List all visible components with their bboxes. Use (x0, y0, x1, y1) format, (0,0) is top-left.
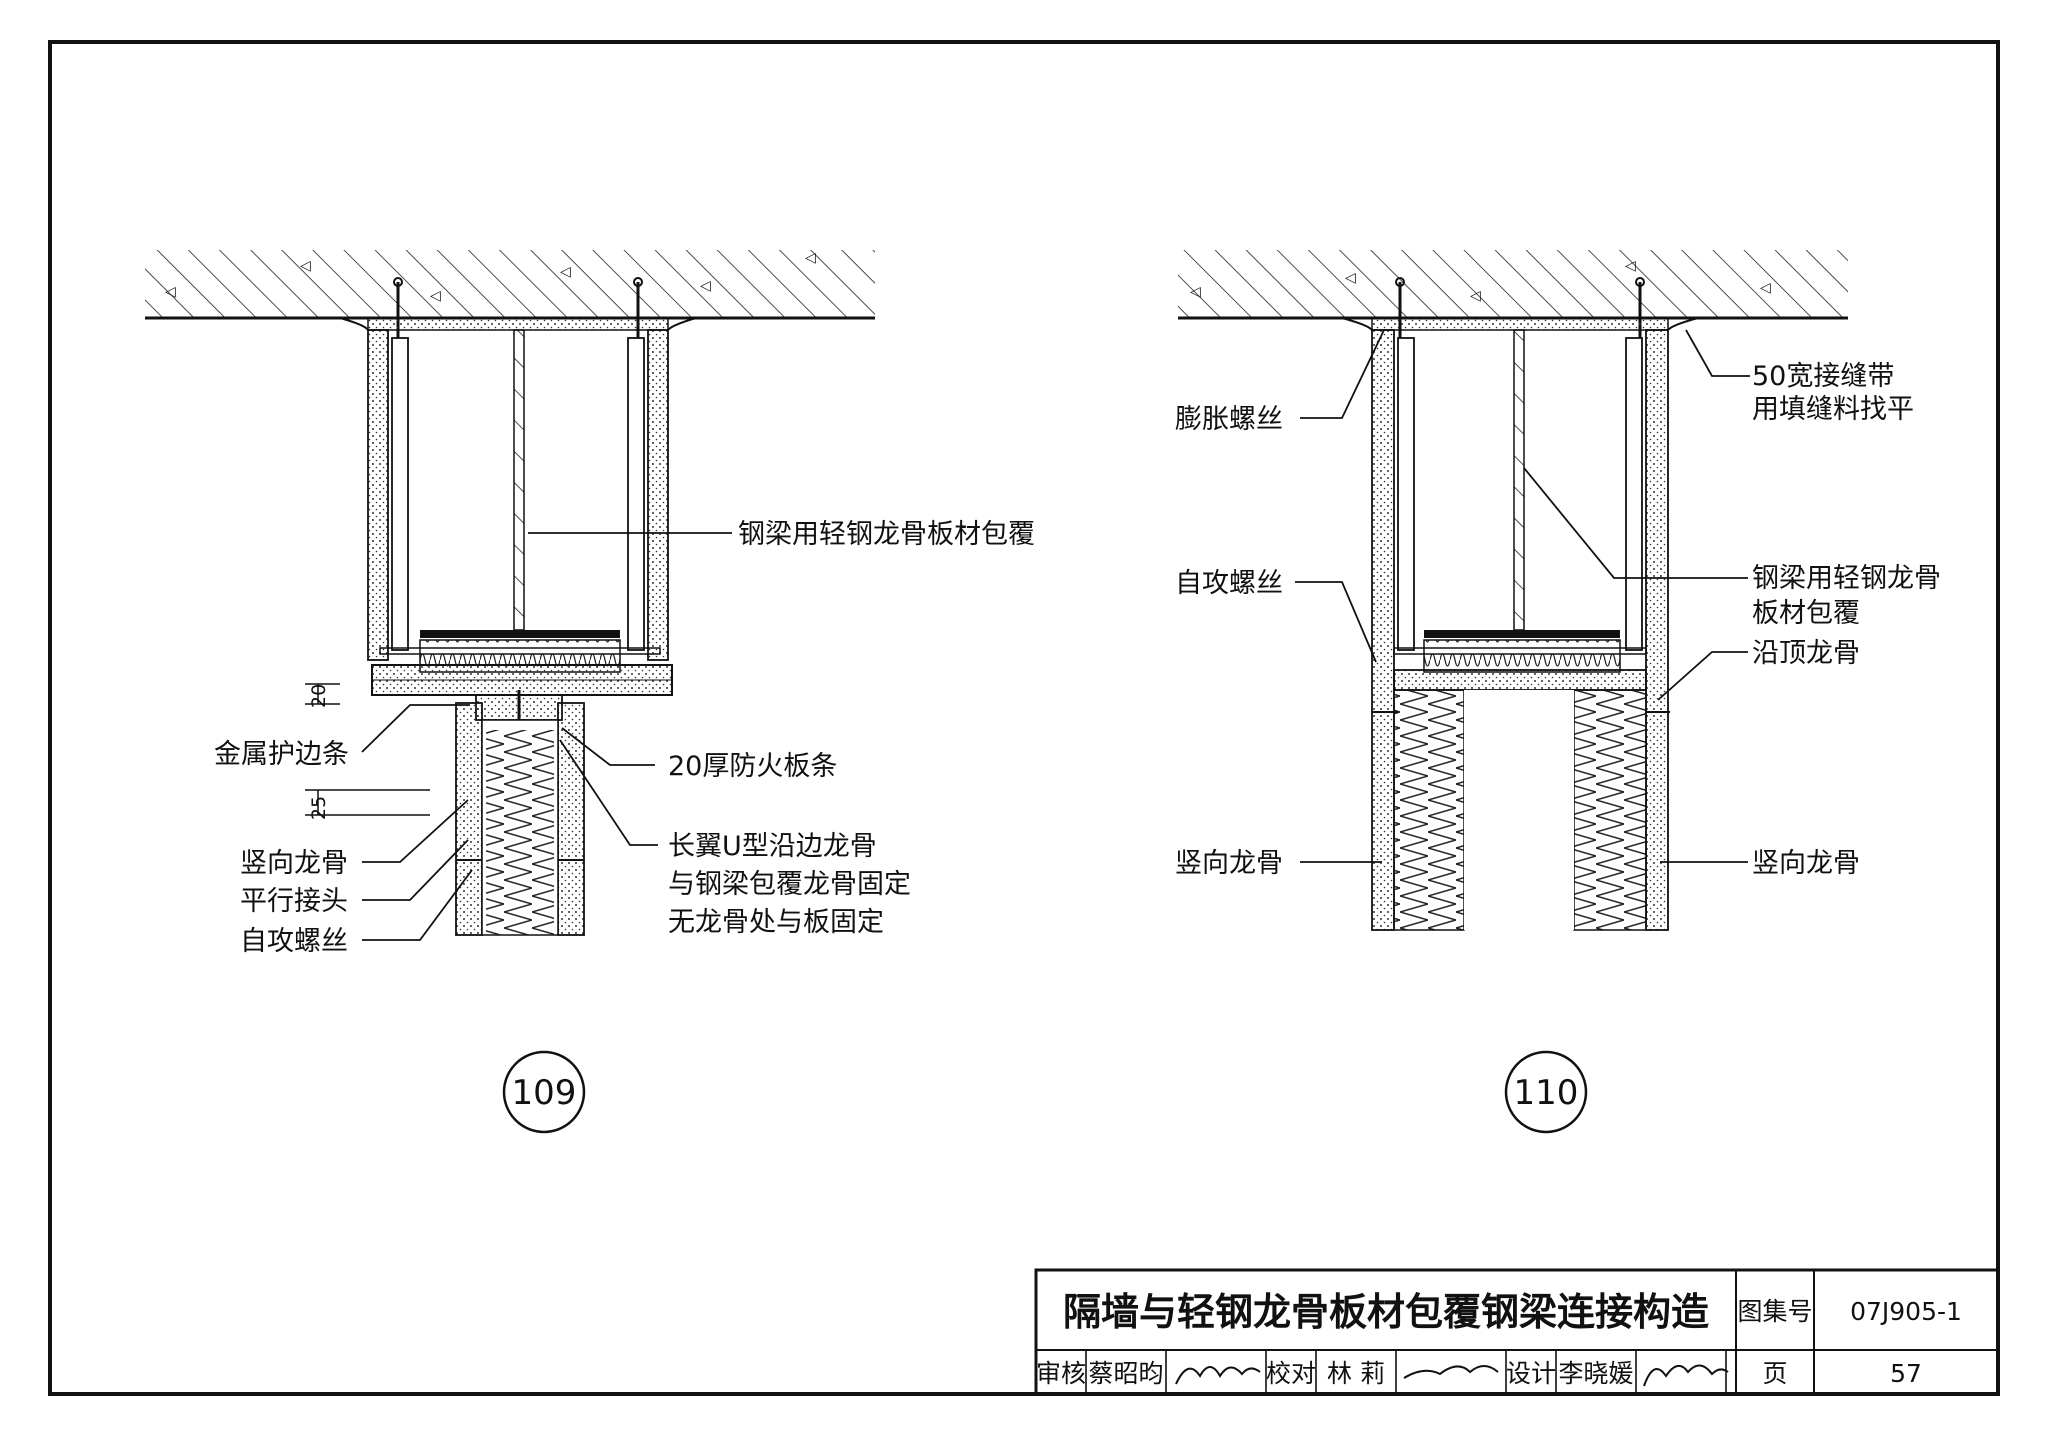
svg-text:◁: ◁ (700, 278, 711, 294)
expansion-bolt-right-110 (1635, 277, 1645, 345)
checker-name: 林 莉 (1327, 1359, 1385, 1388)
partition-board-right (557, 702, 585, 936)
label-top-track: 沿顶龙骨 (1752, 638, 1860, 669)
concrete-slab: ◁ ◁ ◁ ◁ ◁ ◁ (145, 250, 875, 320)
steel-beam-web-110 (1513, 329, 1525, 631)
checker-signature (1403, 1365, 1499, 1379)
title-block: 隔墙与轻钢龙骨板材包覆钢梁连接构造 图集号 07J905-1 审核 蔡昭昀 校对… (1034, 1268, 2000, 1396)
cladding-board-right (647, 329, 669, 661)
designer-name: 李晓媛 (1558, 1359, 1633, 1388)
label-joint-tape-line2: 用填缝料找平 (1752, 394, 1914, 425)
partition-board-left (455, 702, 483, 936)
label-self-tapping-screw: 自攻螺丝 (240, 926, 348, 957)
svg-text:◁: ◁ (1470, 288, 1481, 304)
detail-number-circle-110 (1504, 1050, 1588, 1134)
label-fire-board-strip: 20厚防火板条 (668, 751, 837, 782)
label-stud: 竖向龙骨 (240, 848, 348, 879)
label-stud-right-110: 竖向龙骨 (1752, 848, 1860, 879)
steel-beam-web (513, 329, 525, 631)
check-label: 校对 (1266, 1359, 1316, 1388)
label-joint-tape-line1: 50宽接缝带 (1752, 361, 1894, 392)
design-label: 设计 (1506, 1359, 1556, 1388)
label-u-track-line2: 与钢梁包覆龙骨固定 (668, 869, 911, 900)
expansion-bolt-right (633, 277, 643, 345)
leader-lines-109 (361, 532, 732, 941)
review-label: 审核 (1036, 1359, 1086, 1388)
svg-text:◁: ◁ (805, 250, 816, 266)
dimension-25: 25 (308, 796, 330, 820)
label-beam-cladding-110-line2: 板材包覆 (1752, 598, 1860, 629)
label-beam-cladding-110-line1: 钢梁用轻钢龙骨 (1752, 563, 1941, 594)
label-metal-edge-strip: 金属护边条 (214, 739, 349, 770)
page-number: 57 (1890, 1359, 1922, 1388)
detail-109: ◁ ◁ ◁ ◁ ◁ ◁ (145, 250, 1035, 1134)
detail-number-circle-109 (502, 1050, 586, 1134)
insulation-right-110 (1573, 689, 1647, 931)
svg-text:◁: ◁ (560, 264, 571, 280)
expansion-bolt-left-110 (1395, 277, 1405, 345)
atlas-no: 07J905-1 (1850, 1297, 1962, 1326)
insulation-left-110 (1393, 689, 1465, 931)
reviewer-name: 蔡昭昀 (1088, 1359, 1163, 1388)
atlas-no-label: 图集号 (1737, 1297, 1812, 1326)
detail-number-109: 109 (512, 1073, 577, 1113)
concrete-slab-110: ◁ ◁ ◁ ◁ ◁ (1178, 250, 1848, 320)
top-track-110 (1393, 669, 1647, 691)
svg-text:◁: ◁ (1625, 258, 1636, 274)
drawing-frame (48, 40, 2000, 1396)
page-label: 页 (1762, 1359, 1787, 1388)
label-beam-cladding: 钢梁用轻钢龙骨板材包覆 (738, 519, 1035, 550)
label-expansion-bolt: 膨胀螺丝 (1175, 404, 1283, 435)
svg-text:◁: ◁ (1190, 284, 1201, 300)
detail-number-110: 110 (1514, 1073, 1579, 1113)
board-left-110 (1371, 329, 1395, 931)
svg-text:◁: ◁ (165, 284, 176, 300)
board-right-110 (1645, 329, 1669, 931)
insulation-109 (486, 730, 554, 935)
svg-text:◁: ◁ (300, 258, 311, 274)
leader-lines-110 (1295, 329, 1750, 863)
detail-110: ◁ ◁ ◁ ◁ ◁ (1175, 250, 1941, 1134)
label-parallel-joint: 平行接头 (240, 886, 348, 917)
label-u-track-line3: 无龙骨处与板固定 (668, 907, 884, 938)
drawing-title: 隔墙与轻钢龙骨板材包覆钢梁连接构造 (1063, 1290, 1709, 1334)
dimension-marks-109 (305, 683, 430, 816)
designer-signature (1643, 1364, 1729, 1387)
dimension-20: 20 (308, 684, 330, 708)
label-stud-left-110: 竖向龙骨 (1175, 848, 1283, 879)
svg-text:◁: ◁ (430, 288, 441, 304)
svg-text:◁: ◁ (1760, 280, 1771, 296)
svg-text:◁: ◁ (1345, 270, 1356, 286)
cladding-board-left (367, 329, 389, 661)
reviewer-signature (1175, 1366, 1261, 1385)
expansion-bolt-left (393, 277, 403, 345)
label-u-track-line1: 长翼U型沿边龙骨 (668, 831, 877, 862)
label-self-tapping-screw-110: 自攻螺丝 (1175, 568, 1283, 599)
